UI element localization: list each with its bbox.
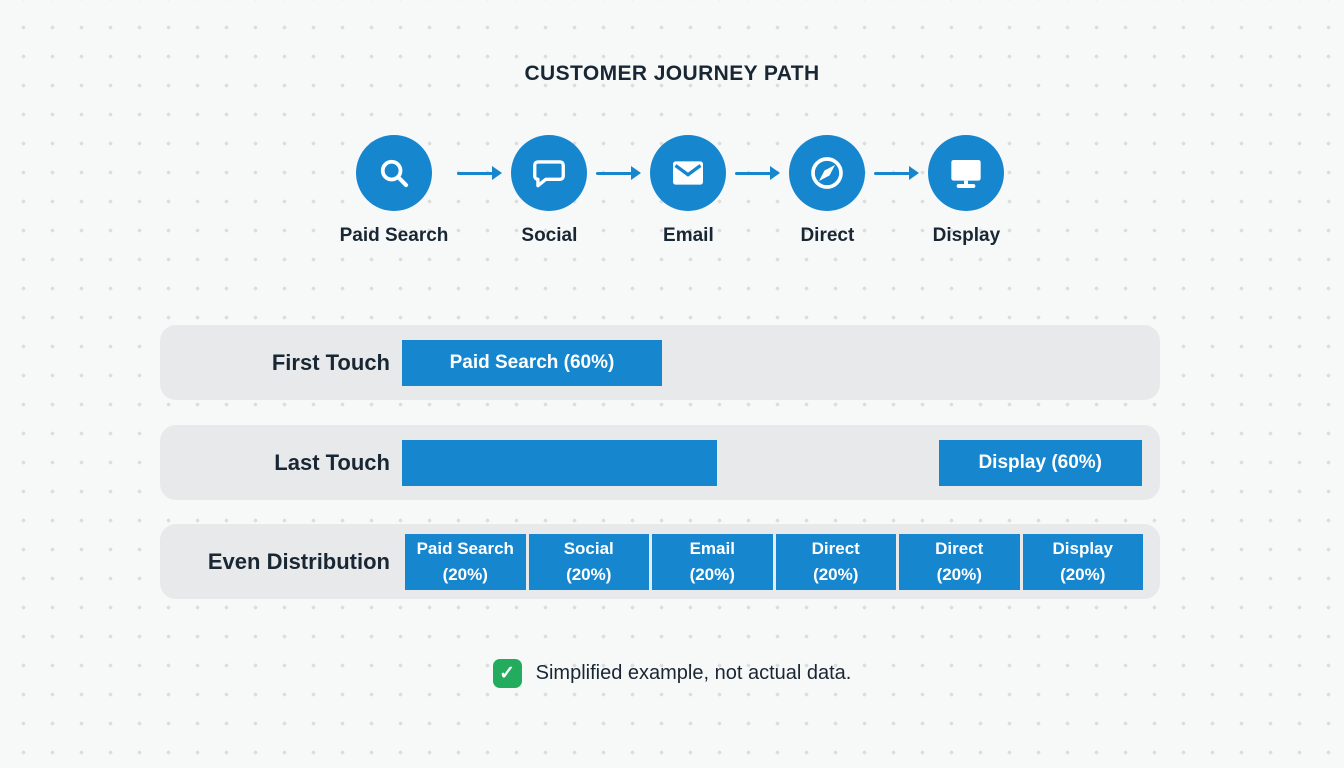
even-segment-social: Social (20%) (528, 533, 649, 590)
even-segment-paid-search: Paid Search (20%) (405, 533, 526, 590)
model-label: First Touch (271, 349, 390, 375)
model-label: Even Distribution (207, 548, 390, 574)
model-label: Last Touch (274, 449, 390, 475)
arrow-right-icon (596, 135, 642, 211)
even-segment-direct-2: Direct (20%) (899, 533, 1020, 590)
bar-zone: Paid Search (60%) (402, 325, 1160, 400)
search-icon (356, 135, 432, 211)
model-row-first-touch: First Touch Paid Search (60%) (160, 325, 1160, 400)
arrow-right-icon (457, 135, 503, 211)
page-title: CUSTOMER JOURNEY PATH (524, 62, 820, 85)
last-touch-unlabeled-bar (402, 439, 717, 486)
arrow-right-icon (735, 135, 781, 211)
last-touch-display-bar: Display (60%) (938, 439, 1142, 486)
segments-zone: Paid Search (20%) Social (20%) Email (20… (402, 524, 1160, 599)
footnote: ✓ Simplified example, not actual data. (0, 659, 1344, 688)
even-segment-email: Email (20%) (652, 533, 773, 590)
model-row-even-distribution: Even Distribution Paid Search (20%) Soci… (160, 524, 1160, 599)
checkmark-icon: ✓ (492, 659, 522, 688)
journey-step-email: Email (650, 135, 727, 247)
journey-step-label: Social (521, 225, 578, 246)
arrow-right-icon (874, 135, 920, 211)
even-segment-direct-1: Direct (20%) (775, 533, 896, 590)
even-segment-display: Display (20%) (1022, 533, 1143, 590)
journey-step-label: Email (663, 225, 714, 246)
envelope-icon (650, 135, 727, 211)
journey-step-display: Display (928, 135, 1005, 247)
compass-icon (789, 135, 866, 211)
first-touch-bar: Paid Search (60%) (402, 339, 662, 386)
journey-step-paid-search: Paid Search (339, 135, 449, 247)
journey-step-label: Display (932, 225, 1001, 246)
bar-zone: Display (60%) (402, 425, 1160, 500)
journey-step-direct: Direct (789, 135, 866, 247)
journey-path: Paid Search Social Email (0, 135, 1344, 247)
journey-step-label: Direct (800, 225, 855, 246)
journey-step-label: Paid Search (339, 225, 449, 246)
model-row-last-touch: Last Touch Display (60%) (160, 425, 1160, 500)
monitor-icon (928, 135, 1005, 211)
footnote-text: Simplified example, not actual data. (535, 662, 852, 684)
journey-step-social: Social (511, 135, 588, 247)
speech-bubble-icon (511, 135, 588, 211)
